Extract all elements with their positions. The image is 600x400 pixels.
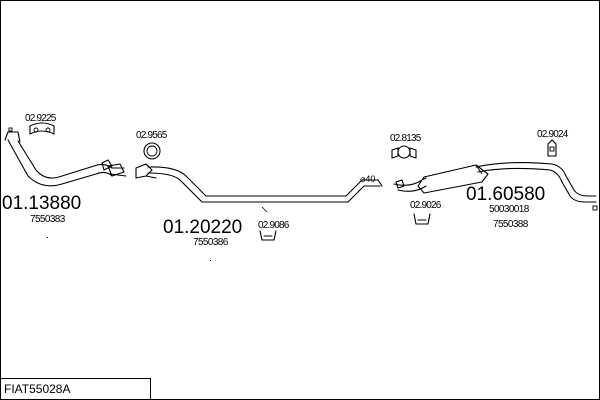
diameter-label: ⌀40 bbox=[360, 174, 375, 184]
clamp-front-icon[interactable] bbox=[143, 142, 161, 160]
tail-end-marker bbox=[592, 205, 598, 211]
middle-pipe-oe: 7550386 bbox=[193, 237, 229, 248]
rear-silencer-oe-2: 7550388 bbox=[493, 219, 529, 230]
front-pipe[interactable] bbox=[4, 127, 127, 187]
rear-silencer[interactable] bbox=[393, 162, 597, 203]
gasket-front-icon[interactable] bbox=[29, 122, 55, 135]
hanger-rear-left-icon[interactable] bbox=[391, 145, 417, 159]
bracket-tail-icon[interactable] bbox=[547, 139, 557, 157]
dot-mark-1 bbox=[47, 237, 48, 238]
hanger-rear-mid-icon[interactable] bbox=[413, 213, 431, 225]
clamp-front-label: 02.9565 bbox=[136, 130, 168, 141]
hanger-rear-left-label: 02.8135 bbox=[390, 133, 422, 144]
gasket-front-label: 02.9225 bbox=[25, 113, 57, 124]
hanger-rear-mid-label: 02.9026 bbox=[410, 200, 442, 211]
front-pipe-number: 01.13880 bbox=[2, 193, 81, 214]
hanger-middle-icon[interactable] bbox=[259, 206, 277, 241]
rear-silencer-number: 01.60580 bbox=[466, 184, 545, 205]
middle-pipe-number: 01.20220 bbox=[163, 217, 242, 238]
rear-silencer-oe-1: 50030018 bbox=[489, 204, 530, 215]
hanger-middle-label: 02.9086 bbox=[258, 220, 290, 231]
bracket-tail-label: 02.9024 bbox=[537, 129, 569, 140]
dot-mark-2 bbox=[210, 260, 211, 261]
title: FIAT55028A bbox=[4, 382, 70, 396]
front-pipe-oe: 7550383 bbox=[30, 214, 66, 225]
middle-pipe[interactable] bbox=[135, 163, 383, 203]
